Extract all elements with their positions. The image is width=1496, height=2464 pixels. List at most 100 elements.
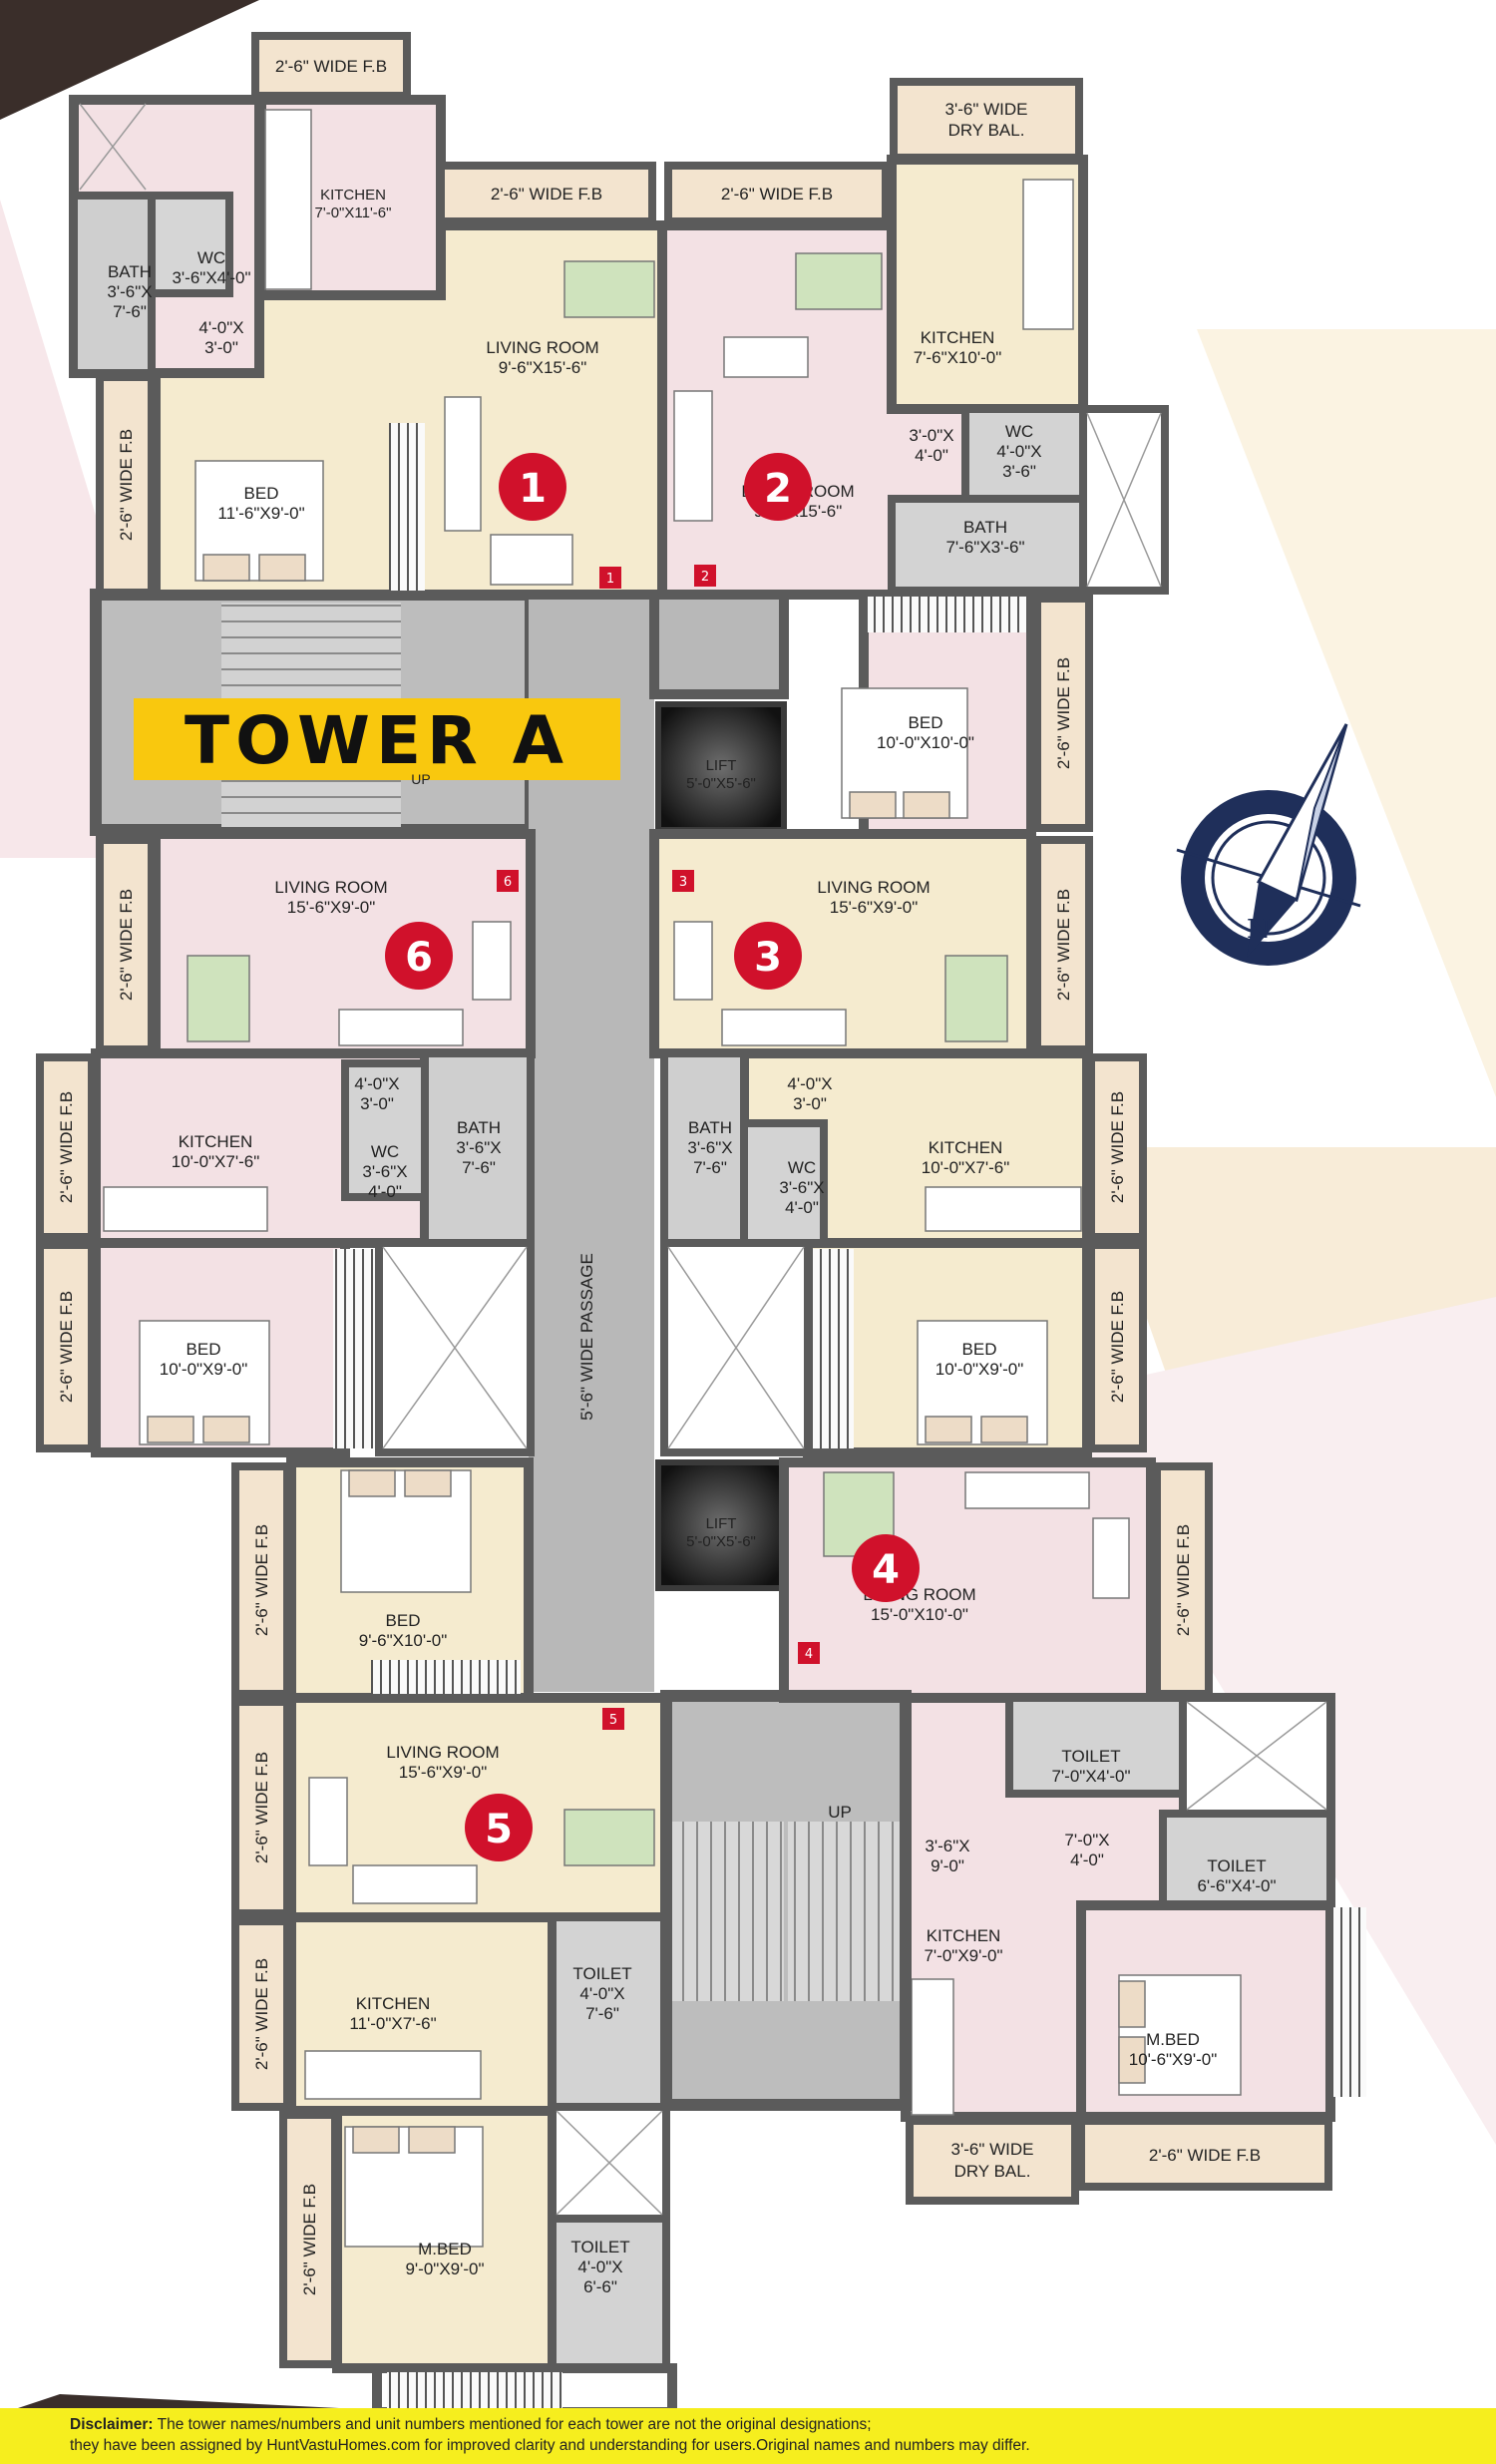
- room-u5-living-name: LIVING ROOM: [386, 1743, 499, 1762]
- room-u5-toilet2-size2: 6'-6": [583, 2277, 617, 2296]
- room-u2-kitchen-size: 7'-6"X10'-0": [914, 348, 1002, 367]
- door-marker-2: 2: [701, 570, 709, 585]
- room-u2-bed-name: BED: [909, 713, 943, 732]
- room-u1-wc-size: 3'-6"X4'-0": [172, 268, 250, 287]
- room-u2-kitchen-name: KITCHEN: [921, 328, 995, 347]
- balcony-u1-kitchen: 2'-6" WIDE F.B: [275, 57, 387, 76]
- compass-north-letter: N: [1247, 915, 1271, 945]
- room-u6-bath-size1: 3'-6"X: [456, 1138, 501, 1157]
- balcony-u2-living: 2'-6" WIDE F.B: [721, 185, 833, 204]
- room-u1-bath-name: BATH: [108, 262, 152, 281]
- room-u6-bed-size: 10'-0"X9'-0": [160, 1360, 248, 1379]
- room-u4-kitchen-name: KITCHEN: [927, 1926, 1001, 1945]
- balcony-u5-mbed: 2'-6" WIDE F.B: [300, 2184, 319, 2295]
- room-u5-toilet1-name: TOILET: [572, 1964, 631, 1983]
- room-u3-wc-size2: 4'-0": [785, 1198, 819, 1217]
- compass-icon: N: [1176, 723, 1361, 966]
- door-marker-3: 3: [679, 875, 687, 890]
- unit-badge-5: 5: [485, 1807, 513, 1852]
- room-u2-bed-size: 10'-0"X10'-0": [877, 733, 974, 752]
- room-u5-toilet2-size1: 4'-0"X: [577, 2258, 622, 2276]
- room-u1-bed-name: BED: [244, 484, 279, 503]
- room-u3-wc-size1: 3'-6"X: [779, 1178, 824, 1197]
- lower-staircase-left: [672, 1822, 784, 2001]
- balcony-u2-bed: 2'-6" WIDE F.B: [1054, 657, 1073, 769]
- balcony-u3-kitchen: 2'-6" WIDE F.B: [1108, 1091, 1127, 1203]
- u3-wc-area: [740, 1119, 828, 1247]
- room-u3-bed-name: BED: [962, 1340, 997, 1359]
- room-u3-bath-size1: 3'-6"X: [687, 1138, 732, 1157]
- room-u2-bath-name: BATH: [963, 518, 1007, 537]
- room-u4-passage1-size1: 3'-6"X: [925, 1837, 969, 1855]
- disclaimer-line2: they have been assigned by HuntVastuHome…: [70, 2437, 1030, 2454]
- room-u1-bed-size: 11'-6"X9'-0": [217, 504, 304, 523]
- balcony-u4-dry-line2: DRY BAL.: [954, 2162, 1031, 2181]
- room-u4-mbed-name: M.BED: [1146, 2030, 1200, 2049]
- room-u2-bath-size: 7'-6"X3'-6": [945, 538, 1024, 557]
- passage-label: 5'-6" WIDE PASSAGE: [577, 1253, 596, 1421]
- room-u4-toilet1-name: TOILET: [1061, 1747, 1120, 1766]
- room-u2-wc-name: WC: [1005, 422, 1033, 441]
- unit-badge-2: 2: [764, 466, 792, 512]
- door-marker-4: 4: [805, 1647, 813, 1662]
- balcony-u2-dry-line2: DRY BAL.: [948, 121, 1025, 140]
- balconies: 2'-6" WIDE F.B 2'-6" WIDE F.B 2'-6" WIDE…: [36, 32, 1332, 2368]
- room-u3-kitchen-size: 10'-0"X7'-6": [922, 1158, 1010, 1177]
- balcony-u6-bed: 2'-6" WIDE F.B: [57, 1291, 76, 1403]
- u6-wc-area: [341, 1059, 429, 1201]
- room-u6-bed-name: BED: [187, 1340, 221, 1359]
- room-u5-bed-name: BED: [386, 1611, 421, 1630]
- unit-badges: 1 2 3 4 5 6: [385, 453, 920, 1861]
- room-u6-living-name: LIVING ROOM: [274, 878, 387, 897]
- disclaimer: Disclaimer: The tower names/numbers and …: [0, 2408, 1496, 2464]
- balcony-u5-living: 2'-6" WIDE F.B: [252, 1752, 271, 1863]
- room-u3-living-size: 15'-6"X9'-0": [830, 898, 919, 917]
- balcony-u3-bed: 2'-6" WIDE F.B: [1108, 1291, 1127, 1403]
- balcony-u6-living: 2'-6" WIDE F.B: [117, 889, 136, 1001]
- room-u3-living-name: LIVING ROOM: [817, 878, 930, 897]
- room-u5-toilet1-size1: 4'-0"X: [579, 1984, 624, 2003]
- room-u6-kitchen-name: KITCHEN: [179, 1132, 253, 1151]
- room-u4-kitchen-size: 7'-0"X9'-0": [924, 1946, 1002, 1965]
- room-u3-bed-size: 10'-0"X9'-0": [935, 1360, 1024, 1379]
- lift-lower: [655, 1459, 787, 1591]
- room-u4-passage2-size1: 7'-0"X: [1064, 1831, 1109, 1849]
- room-u5-toilet1-size2: 7'-6": [585, 2004, 619, 2023]
- balcony-u4-living: 2'-6" WIDE F.B: [1174, 1524, 1193, 1636]
- room-u4-living-size: 15'-0"X10'-0": [871, 1605, 968, 1624]
- room-u5-mbed-name: M.BED: [418, 2240, 472, 2259]
- stair-up-label-upper: UP: [411, 771, 430, 787]
- u6-bath-area: [421, 1049, 535, 1247]
- room-u4-mbed-size: 10'-6"X9'-0": [1129, 2050, 1218, 2069]
- tower-banner: [134, 698, 620, 780]
- lower-staircase-right: [788, 1822, 900, 2001]
- door-marker-6: 6: [504, 875, 512, 890]
- room-u3-bath-name: BATH: [688, 1118, 732, 1137]
- wardrobes: [333, 423, 1366, 2097]
- room-u1-passage-size2: 3'-0": [204, 338, 238, 357]
- room-u3-kitchen-name: KITCHEN: [929, 1138, 1003, 1157]
- room-u1-living-size: 9'-6"X15'-6": [499, 358, 587, 377]
- balcony-u1-bed: 2'-6" WIDE F.B: [117, 429, 136, 541]
- room-u4-toilet1-size: 7'-0"X4'-0": [1051, 1767, 1130, 1786]
- door-marker-1: 1: [606, 572, 614, 587]
- room-u1-bath-size1: 3'-6"X: [107, 282, 152, 301]
- balcony-u1-living: 2'-6" WIDE F.B: [491, 185, 602, 204]
- furniture: [103, 109, 1242, 2248]
- balcony-u6-kitchen: 2'-6" WIDE F.B: [57, 1091, 76, 1203]
- room-u6-wc-size2: 4'-0": [368, 1182, 402, 1201]
- room-u5-kitchen-size: 11'-0"X7'-6": [349, 2014, 436, 2033]
- room-u6-living-size: 15'-6"X9'-0": [287, 898, 376, 917]
- unit-badge-4: 4: [872, 1547, 900, 1593]
- lift-upper-label: LIFT: [706, 757, 737, 774]
- balcony-u5-bed: 2'-6" WIDE F.B: [252, 1524, 271, 1636]
- balcony-u3-living: 2'-6" WIDE F.B: [1054, 889, 1073, 1001]
- room-u3-wc-name: WC: [788, 1158, 816, 1177]
- room-u6-wc-name: WC: [371, 1142, 399, 1161]
- room-u4-passage1-size2: 9'-0": [931, 1856, 964, 1875]
- room-u1-wc-name: WC: [197, 248, 225, 267]
- room-u6-bath-size2: 7'-6": [462, 1158, 496, 1177]
- unit-badge-3: 3: [754, 935, 782, 981]
- door-markers: 1 2 3 4 5 6: [497, 565, 820, 1730]
- lift-upper-size: 5'-0"X5'-6": [686, 775, 756, 792]
